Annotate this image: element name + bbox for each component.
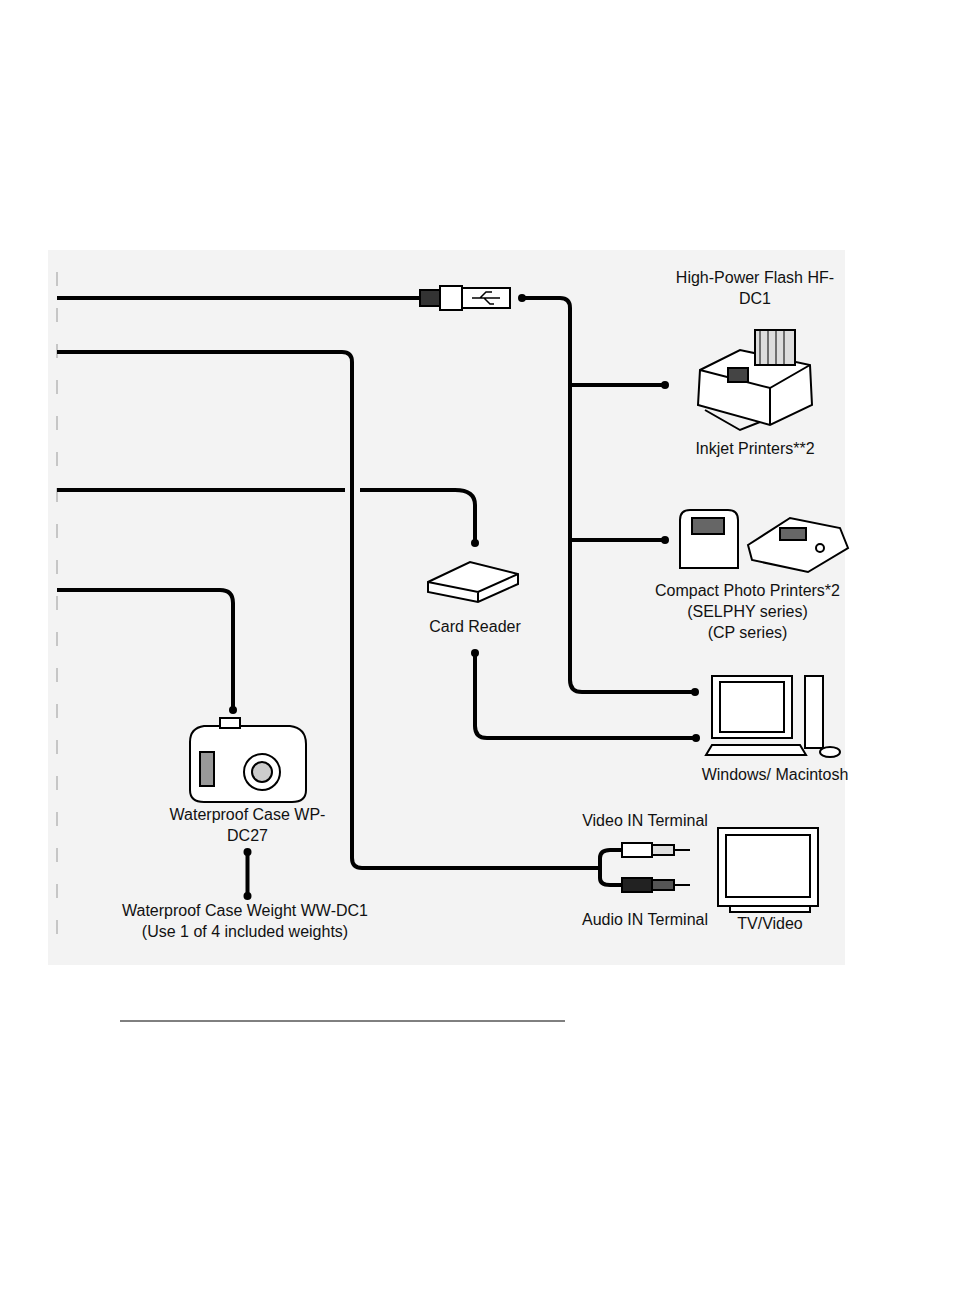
card-reader-icon (428, 562, 518, 602)
computer-icon (706, 676, 840, 757)
waterproof-case-icon (190, 718, 306, 802)
device-node: Inkjet Printers**2 (670, 320, 840, 459)
connector-line (246, 852, 250, 896)
device-node: Waterproof Case Weight WW-DC1(Use 1 of 4… (110, 900, 380, 942)
device-label: TV/Video (710, 913, 830, 934)
annotation-label: Audio IN Terminal (555, 909, 735, 930)
tv-icon (718, 828, 818, 912)
connector-dot (244, 892, 252, 900)
device-node: TV/Video (710, 826, 830, 934)
connector-dot (244, 848, 252, 856)
device-label: (Use 1 of 4 included weights) (110, 921, 380, 942)
device-label: Windows/ Macintosh (700, 764, 850, 785)
device-label: Card Reader (415, 616, 535, 637)
connector-dot (471, 649, 479, 657)
annotation-label: High-Power Flash HF-DC1 (670, 267, 840, 309)
inkjet-printer-icon (698, 330, 812, 430)
connector-line (475, 653, 696, 738)
cables (57, 298, 695, 885)
device-node: Card Reader (415, 552, 535, 637)
device-label: Compact Photo Printers*2 (640, 580, 855, 601)
device-node: Waterproof Case WP-DC27 (160, 714, 335, 846)
edge-mark (57, 272, 58, 950)
annotation-label: Video IN Terminal (555, 810, 735, 831)
device-label: (SELPHY series) (640, 601, 855, 622)
cable-dots (229, 294, 699, 714)
device-label: (CP series) (640, 622, 855, 643)
device-label: Waterproof Case Weight WW-DC1 (110, 900, 380, 921)
rca-plugs (622, 843, 690, 892)
compact-printer-icons (680, 510, 848, 572)
device-node: Windows/ Macintosh (700, 668, 850, 785)
device-label: Inkjet Printers**2 (670, 438, 840, 459)
device-label: Waterproof Case WP-DC27 (160, 804, 335, 846)
rule (120, 1021, 565, 1022)
device-node: Compact Photo Printers*2(SELPHY series)(… (640, 502, 855, 643)
usb-plug (420, 286, 510, 310)
connector-dot (692, 734, 700, 742)
